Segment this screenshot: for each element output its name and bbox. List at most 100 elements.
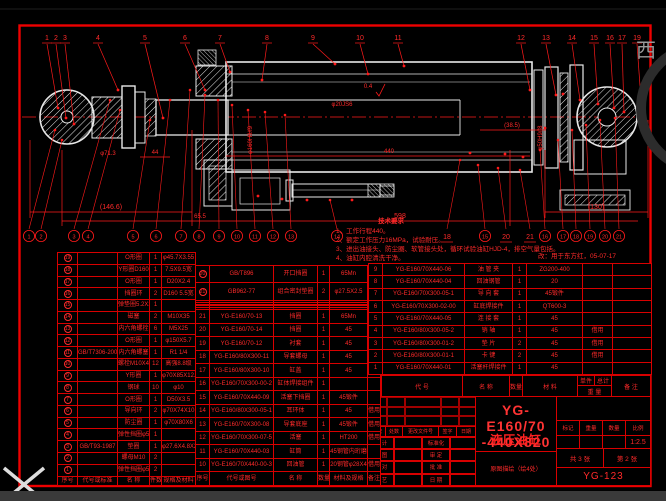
sheet-frame: [18, 24, 652, 488]
tech-note-3: 3、进出油接头、防尘圈、软管接头处，循环试验油缸HJD-4，排空气量包括。: [336, 246, 560, 253]
right-clevis: [573, 139, 627, 175]
balloon-bottom-circled: 13: [288, 234, 294, 240]
balloon-bottom: 21: [526, 234, 534, 241]
balloon-top: 1: [45, 35, 49, 42]
balloon-bottom-circled: 17: [560, 234, 566, 240]
sign-label: 批 准: [422, 461, 450, 474]
info-qty: 数量: [602, 420, 626, 436]
balloon-bottom-circled: 4: [86, 234, 89, 240]
scale-value: 1:2.5: [625, 435, 651, 449]
model-line-1: YG-E160/70: [486, 402, 546, 435]
rod-end-block: [91, 96, 123, 139]
balloon-top: 12: [517, 35, 525, 42]
col-material: 材 料: [522, 375, 578, 397]
table-row: 序号代号或标准名 称件数规格及材料: [57, 475, 196, 487]
hydraulic-cylinder-drawing: [39, 49, 638, 211]
spacer: [144, 98, 157, 137]
info-scale: 比例: [625, 420, 651, 436]
balloon-bottom-circled: 5: [131, 234, 134, 240]
sign-blank: [394, 437, 422, 450]
balloon-top: 11: [394, 35, 401, 42]
svg-text:65.5: 65.5: [194, 214, 206, 220]
balloon-bottom-circled: 11: [252, 234, 258, 240]
sign-label: 日 期: [422, 473, 450, 486]
balloon-top: 17: [618, 35, 626, 42]
balloon-bottom-circled: 9: [217, 234, 220, 240]
svg-text:440: 440: [384, 149, 395, 155]
balloon-top: 5: [143, 35, 147, 42]
balloon-top: 19: [633, 35, 641, 42]
tech-note-1: 1、工作行程440。: [336, 228, 390, 235]
table-row: 1弹性挡圈φ50X752: [57, 463, 196, 477]
sign-blank: [450, 449, 476, 462]
balloon-bottom-circled: 20: [602, 234, 608, 240]
balloon-top: 13: [542, 35, 550, 42]
balloon-bottom: 18: [443, 234, 451, 241]
balloon-bottom-circled: 19: [587, 234, 593, 240]
watermark-circle: [636, 52, 666, 164]
balloon-bottom-circled: 14: [334, 234, 340, 240]
sheet-number: 第 2 张: [603, 448, 651, 468]
svg-text:(146.6): (146.6): [100, 204, 122, 211]
sign-blank: [450, 473, 476, 486]
info-weight: 重量: [579, 420, 603, 436]
col-code: 代 号: [381, 375, 463, 397]
balloon-bottom-circled: 16: [542, 234, 548, 240]
oil-pipe: [285, 179, 395, 202]
rod-eye-left: [39, 89, 95, 145]
balloon-top: 6: [183, 35, 187, 42]
rev-date: 日期: [456, 426, 476, 437]
dimension-lines: [29, 83, 649, 226]
balloon-top: 7: [218, 35, 222, 42]
rod-eye-right: [576, 86, 638, 148]
balloon-bottom-circled: 8: [197, 234, 200, 240]
tech-note-4: 4、油缸内腔清洗干净。: [336, 255, 405, 262]
svg-text:(130): (130): [588, 204, 604, 211]
table-row: 序号代号或图号名 称数量材料及规格备注: [195, 471, 381, 486]
revision-note: 改：用于东方红，05-07-17: [538, 253, 617, 260]
sign-blank: [450, 437, 476, 450]
balloon-top: 8: [265, 35, 269, 42]
svg-text:φ20JS6: φ20JS6: [332, 102, 354, 108]
balloon-top: 16: [606, 35, 614, 42]
info-mark: 标记: [556, 420, 580, 436]
leader-dots: [256, 92, 565, 202]
balloon-bottom-circled: 2: [39, 234, 42, 240]
tech-notes-title: 技术要求: [378, 218, 404, 225]
revision-grid: [368, 396, 476, 427]
balloon-bottom-circled: 12: [270, 234, 276, 240]
balloon-bottom-circled: 3: [72, 234, 75, 240]
balloon-bottom-circled: 21: [616, 234, 622, 240]
balloon-bottom-circled: 6: [154, 234, 157, 240]
clevis-plate-2: [134, 91, 146, 144]
sign-label: 标准化: [422, 437, 450, 450]
sign-label: 审 定: [422, 449, 450, 462]
